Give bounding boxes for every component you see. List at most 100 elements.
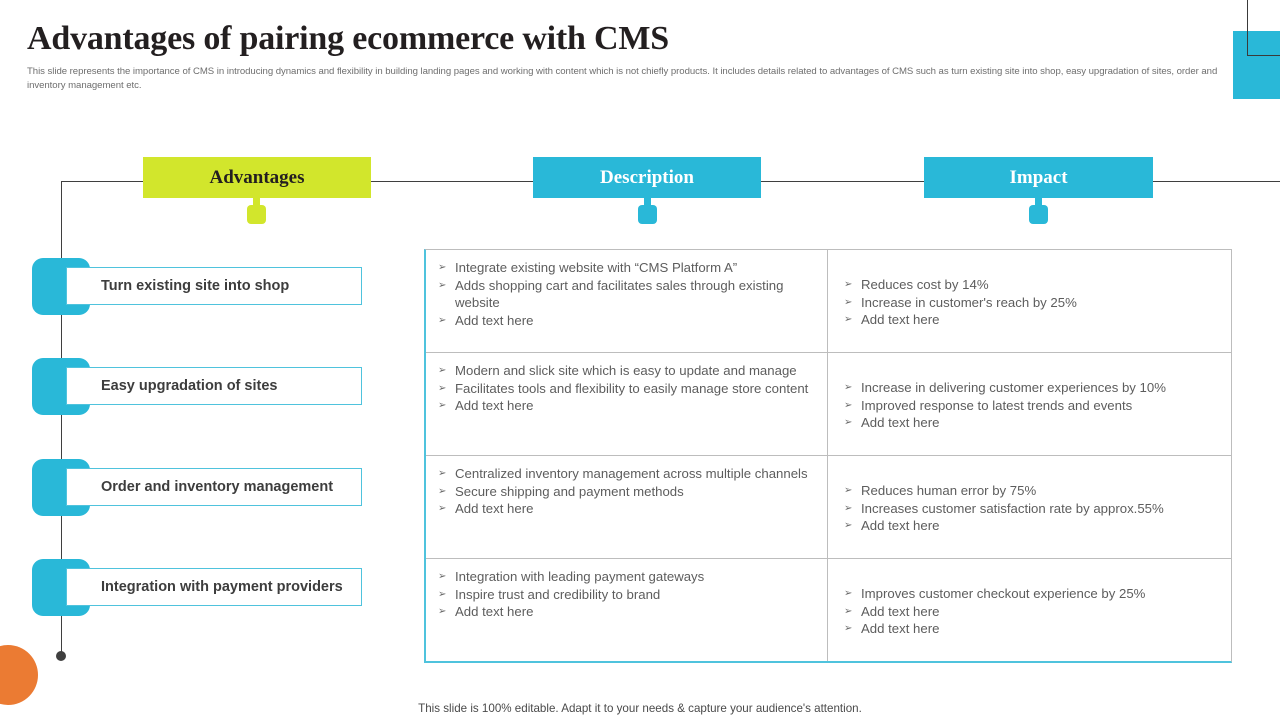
chevron-bullet-icon: ➢: [438, 485, 447, 497]
advantage-item[interactable]: Order and inventory management: [32, 459, 364, 516]
bullet-text: Add text here: [861, 415, 940, 431]
cell-description[interactable]: ➢ Integration with leading payment gatew…: [426, 559, 828, 661]
column-header-advantages[interactable]: Advantages: [143, 157, 371, 198]
bullet-text: Add text here: [861, 621, 940, 637]
bullet-text: Reduces human error by 75%: [861, 483, 1037, 499]
advantage-box[interactable]: Integration with payment providers: [66, 568, 362, 606]
cell-impact[interactable]: ➢ Reduces human error by 75% ➢ Increases…: [828, 456, 1231, 558]
header-node-description: [638, 205, 657, 224]
bullet-text: Increase in delivering customer experien…: [861, 380, 1166, 396]
bullet-item: ➢ Add text here: [844, 517, 1221, 535]
header-node-impact: [1029, 205, 1048, 224]
decorative-orange-circle: [0, 645, 38, 705]
connector-line-mid-1: [370, 181, 534, 182]
cell-description[interactable]: ➢ Modern and slick site which is easy to…: [426, 353, 828, 455]
cell-impact[interactable]: ➢ Increase in delivering customer experi…: [828, 353, 1231, 455]
bullet-text: Facilitates tools and flexibility to eas…: [455, 380, 809, 396]
bullet-text: Add text here: [455, 604, 534, 620]
bullet-item: ➢ Reduces cost by 14%: [844, 276, 1221, 294]
chevron-bullet-icon: ➢: [438, 279, 447, 291]
bullet-text: Add text here: [455, 398, 534, 414]
chevron-bullet-icon: ➢: [844, 296, 853, 308]
page-title: Advantages of pairing ecommerce with CMS: [27, 20, 670, 57]
chevron-bullet-icon: ➢: [844, 520, 853, 532]
advantage-box[interactable]: Easy upgradation of sites: [66, 367, 362, 405]
connector-end-dot: [56, 651, 66, 661]
bullet-item: ➢ Add text here: [438, 603, 817, 621]
bullet-text: Add text here: [455, 501, 534, 517]
table-row: ➢ Centralized inventory management acros…: [426, 456, 1231, 559]
chevron-bullet-icon: ➢: [844, 502, 853, 514]
chevron-bullet-icon: ➢: [438, 503, 447, 515]
chevron-bullet-icon: ➢: [844, 417, 853, 429]
advantage-item[interactable]: Integration with payment providers: [32, 559, 364, 616]
column-header-impact[interactable]: Impact: [924, 157, 1153, 198]
bullet-text: Reduces cost by 14%: [861, 277, 989, 293]
bullet-item: ➢ Add text here: [844, 603, 1221, 621]
chevron-bullet-icon: ➢: [844, 279, 853, 291]
chevron-bullet-icon: ➢: [438, 571, 447, 582]
chevron-bullet-icon: ➢: [438, 314, 447, 326]
decorative-teal-square: [1233, 31, 1280, 99]
connector-line-mid-2: [761, 181, 924, 182]
connector-line-vertical: [61, 181, 63, 655]
cell-impact[interactable]: ➢ Reduces cost by 14% ➢ Increase in cust…: [828, 250, 1231, 352]
bullet-item: ➢ Inspire trust and credibility to brand: [438, 586, 817, 604]
cell-description[interactable]: ➢ Centralized inventory management acros…: [426, 456, 828, 558]
chevron-bullet-icon: ➢: [844, 605, 853, 617]
bullet-item: ➢ Add text here: [844, 414, 1221, 432]
bullet-text: Improved response to latest trends and e…: [861, 397, 1133, 413]
chevron-bullet-icon: ➢: [844, 314, 853, 326]
bullet-text: Integration with leading payment gateway…: [455, 569, 705, 584]
header-stem-advantages: [253, 198, 260, 209]
header-stem-impact: [1035, 198, 1042, 209]
table-row: ➢ Modern and slick site which is easy to…: [426, 353, 1231, 456]
cell-impact[interactable]: ➢ Improves customer checkout experience …: [828, 559, 1231, 661]
bullet-item: ➢ Integration with leading payment gatew…: [438, 568, 817, 586]
bullet-text: Inspire trust and credibility to brand: [455, 586, 661, 602]
bullet-text: Improves customer checkout experience by…: [861, 586, 1146, 602]
advantage-box[interactable]: Order and inventory management: [66, 468, 362, 506]
column-header-description[interactable]: Description: [533, 157, 761, 198]
chevron-bullet-icon: ➢: [438, 382, 447, 394]
bullet-item: ➢ Increases customer satisfaction rate b…: [844, 500, 1221, 518]
chevron-bullet-icon: ➢: [438, 588, 447, 600]
chevron-bullet-icon: ➢: [438, 400, 447, 412]
connector-line-left: [61, 181, 145, 182]
chevron-bullet-icon: ➢: [438, 365, 447, 376]
bullet-item: ➢ Centralized inventory management acros…: [438, 465, 817, 483]
chevron-bullet-icon: ➢: [438, 468, 447, 479]
bullet-text: Increase in customer's reach by 25%: [861, 294, 1077, 310]
bullet-text: Add text here: [861, 312, 940, 328]
bullet-item: ➢ Facilitates tools and flexibility to e…: [438, 380, 817, 398]
bullet-text: Integrate existing website with “CMS Pla…: [455, 260, 738, 275]
cell-description[interactable]: ➢ Integrate existing website with “CMS P…: [426, 250, 828, 352]
advantage-label: Order and inventory management: [101, 478, 334, 495]
chevron-bullet-icon: ➢: [438, 606, 447, 618]
table-row: ➢ Integration with leading payment gatew…: [426, 559, 1231, 661]
bullet-item: ➢ Add text here: [844, 311, 1221, 329]
header-node-advantages: [247, 205, 266, 224]
bullet-text: Centralized inventory management across …: [455, 466, 808, 481]
bullet-text: Adds shopping cart and facilitates sales…: [455, 277, 784, 311]
advantage-label: Integration with payment providers: [101, 578, 343, 595]
advantage-item[interactable]: Easy upgradation of sites: [32, 358, 364, 415]
chevron-bullet-icon: ➢: [844, 382, 853, 394]
advantage-item[interactable]: Turn existing site into shop: [32, 258, 364, 315]
chevron-bullet-icon: ➢: [844, 399, 853, 411]
advantage-box[interactable]: Turn existing site into shop: [66, 267, 362, 305]
bullet-item: ➢ Add text here: [438, 397, 817, 415]
bullet-text: Add text here: [455, 312, 534, 328]
advantage-label: Easy upgradation of sites: [101, 377, 278, 394]
connector-line-right: [1153, 181, 1280, 182]
bullet-text: Increases customer satisfaction rate by …: [861, 500, 1164, 516]
bullet-item: ➢ Reduces human error by 75%: [844, 482, 1221, 500]
bullet-text: Secure shipping and payment methods: [455, 483, 684, 499]
bullet-item: ➢ Improved response to latest trends and…: [844, 397, 1221, 415]
bullet-item: ➢ Add text here: [844, 620, 1221, 638]
bullet-item: ➢ Increase in customer's reach by 25%: [844, 294, 1221, 312]
decorative-outline-square: [1247, 0, 1280, 56]
bullet-item: ➢ Add text here: [438, 500, 817, 518]
bullet-text: Modern and slick site which is easy to u…: [455, 363, 797, 378]
header-stem-description: [644, 198, 651, 209]
